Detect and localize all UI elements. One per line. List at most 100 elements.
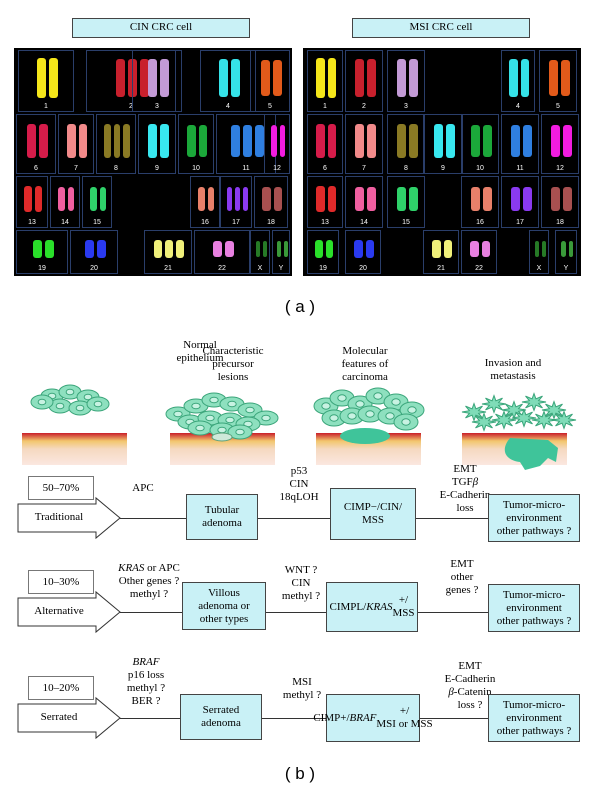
event2-serrated: MSI methyl ?	[282, 676, 322, 701]
chromosome-shape	[147, 59, 157, 97]
stage-precursor: Characteristic precursor lesions	[202, 345, 264, 383]
chromosome-label: 2	[129, 103, 133, 110]
chromosome-shape	[273, 187, 282, 211]
panel-b-label: ( b )	[284, 764, 316, 783]
chromosome-pair-7: 7	[58, 114, 94, 174]
chromosome-shape	[283, 240, 288, 258]
cell-nucleus	[195, 424, 205, 432]
chromosome-shape	[327, 58, 337, 98]
invasion-box-serrated: Tumor-micro- environment other pathways …	[488, 694, 580, 742]
chromosome-shape	[36, 58, 46, 98]
chromosome-label: 1	[44, 103, 48, 110]
chromosome-shape	[115, 58, 125, 98]
chromosome-shape	[408, 59, 418, 97]
chromosome-shape	[207, 186, 215, 212]
chromosome-pair-6: 6	[307, 114, 343, 174]
pathway-name-traditional: Traditional	[34, 511, 84, 523]
chromosome-shape	[408, 124, 418, 158]
invasive-mass	[504, 438, 558, 470]
tissue-bands	[22, 433, 567, 465]
chromosome-shape	[396, 124, 406, 158]
chromosome-shape	[230, 124, 240, 158]
pathway-line-alternative	[120, 612, 488, 613]
chromosome-label: 9	[155, 165, 159, 172]
chromosome-shape	[534, 240, 539, 258]
cell-nucleus	[365, 410, 375, 418]
chromosome-pair-X: X	[250, 230, 270, 274]
chromosome-pair-21: 21	[423, 230, 459, 274]
chromosome-shape	[443, 240, 453, 258]
chromosome-label: 14	[360, 219, 368, 226]
chromosome-shape	[242, 187, 248, 211]
chromosome-label: 8	[404, 165, 408, 172]
chromosome-shape	[234, 187, 240, 211]
cell-nucleus	[347, 412, 357, 420]
cell-nucleus	[65, 388, 75, 396]
chromosome-label: 11	[516, 165, 524, 172]
cell-nucleus	[245, 406, 255, 414]
chromosome-label: 19	[319, 265, 327, 272]
chromosome-label: 22	[475, 265, 483, 272]
lesion-box-serrated: Serrated adenoma	[180, 694, 262, 740]
chromosome-shape	[522, 187, 532, 211]
chromosome-shape	[48, 58, 58, 98]
chromosome-pair-5: 5	[539, 50, 577, 112]
chromosome-pair-20: 20	[70, 230, 118, 274]
cell-nucleus	[37, 398, 47, 406]
chromosome-pair-17: 17	[220, 176, 252, 228]
chromosome-shape	[186, 124, 196, 158]
cell-nucleus	[173, 410, 183, 418]
chromosome-pair-16: 16	[190, 176, 220, 228]
chromosome-shape	[354, 123, 364, 159]
chromosome-shape	[365, 240, 375, 258]
lesion-box-traditional: Tubular adenoma	[186, 494, 258, 540]
chromosome-shape	[315, 186, 325, 212]
chromosome-shape	[242, 124, 252, 158]
chromosome-shape	[67, 186, 75, 212]
chromosome-shape	[99, 186, 107, 212]
chromosome-shape	[325, 240, 333, 258]
carcinoma-box-alternative: CIMPL/KRAS+/ MSS	[326, 582, 418, 632]
cell-nucleus	[191, 402, 201, 410]
chromosome-shape	[44, 240, 54, 258]
chromosome-pair-21: 21	[144, 230, 192, 274]
chromosome-label: 14	[61, 219, 69, 226]
chromosome-label: 4	[516, 103, 520, 110]
chromosome-shape	[113, 124, 121, 158]
chromosome-label: 3	[155, 103, 159, 110]
chromosome-shape	[224, 240, 234, 258]
chromosome-shape	[66, 123, 76, 159]
msi-header: MSI CRC cell	[352, 18, 530, 38]
chromosome-pair-9: 9	[423, 114, 463, 174]
chromosome-shape	[38, 123, 48, 159]
chromosome-shape	[469, 240, 479, 258]
invasive-cell	[511, 408, 537, 428]
invasive-cell	[531, 410, 557, 430]
cell-nucleus	[391, 398, 401, 406]
chromosome-pair-14: 14	[50, 176, 80, 228]
chromosome-label: 12	[556, 165, 564, 172]
arrow-alternative	[17, 590, 121, 634]
chromosome-pair-4: 4	[501, 50, 535, 112]
chromosome-pair-20: 20	[345, 230, 381, 274]
chromosome-shape	[159, 124, 169, 158]
chromosome-label: 18	[267, 219, 275, 226]
chromosome-label: 12	[273, 165, 281, 172]
chromosome-pair-16: 16	[461, 176, 499, 228]
cell-nucleus	[93, 400, 103, 408]
chromosome-label: 9	[441, 165, 445, 172]
pathway-line-serrated	[120, 718, 488, 719]
chromosome-shape	[510, 124, 520, 158]
chromosome-label: 18	[556, 219, 564, 226]
cell-nucleus	[261, 414, 271, 422]
event3-traditional: EMT TGFβ E-Cadherin loss	[439, 463, 491, 514]
chromosome-pair-10: 10	[461, 114, 499, 174]
chromosome-pair-22: 22	[194, 230, 250, 274]
chromosome-shape	[315, 58, 325, 98]
chromosome-pair-18: 18	[254, 176, 288, 228]
small-lesion	[211, 432, 233, 442]
carcinoma-box-serrated: CIMP+/BRAF+/ MSI or MSS	[313, 694, 433, 742]
event1-traditional: APC	[132, 482, 154, 494]
